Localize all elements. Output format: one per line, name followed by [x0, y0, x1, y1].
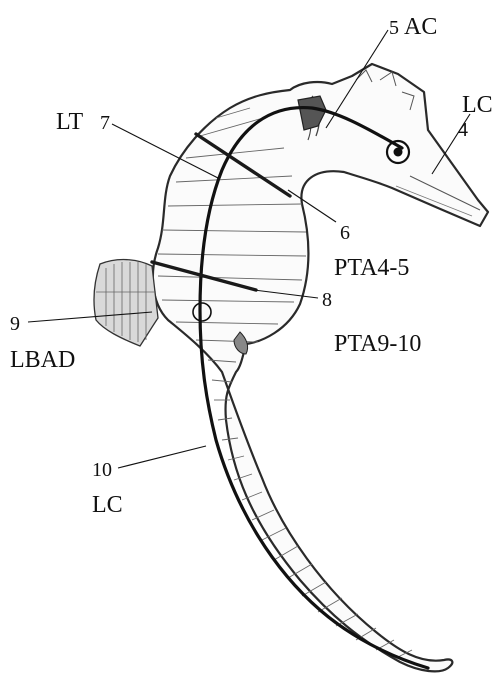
label-num-5: 5: [389, 17, 399, 39]
tail-rings: [208, 360, 412, 658]
label-lc-bottom: LC: [92, 492, 123, 518]
label-lc-top: LC: [462, 92, 493, 118]
label-num-7: 7: [100, 112, 110, 134]
label-pta9-10: PTA9-10: [334, 331, 421, 357]
label-lbad: LBAD: [10, 347, 75, 373]
label-lt: LT: [56, 109, 83, 135]
label-num-6: 6: [340, 222, 350, 244]
label-num-8: 8: [322, 289, 332, 311]
label-num-10: 10: [92, 459, 112, 481]
label-pta4-5: PTA4-5: [334, 255, 409, 281]
label-ac: AC: [404, 14, 437, 40]
label-num-9: 9: [10, 313, 20, 335]
dorsal-fin: [94, 260, 158, 346]
label-num-4: 4: [458, 119, 468, 141]
